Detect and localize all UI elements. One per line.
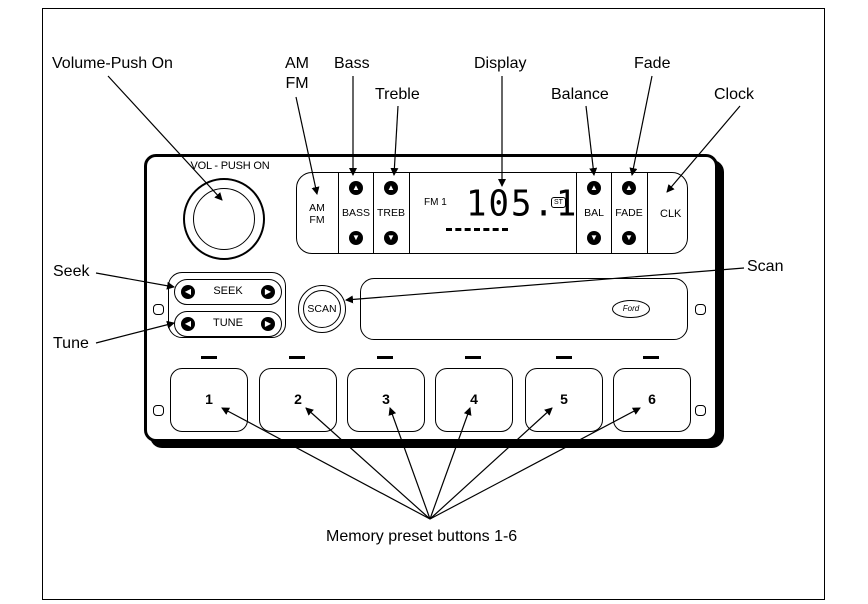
triangle-up-icon[interactable]: ▲	[622, 181, 636, 195]
leader-tune	[95, 320, 175, 344]
triangle-right-icon: ▶	[261, 285, 275, 299]
leader-preset-4	[429, 407, 472, 520]
frequency-readout: 105.1	[466, 183, 579, 225]
knob-label: VOL - PUSH ON	[190, 160, 270, 172]
bass-rocker[interactable]: ▲ BASS ▼	[338, 173, 374, 253]
leader-preset-3	[388, 407, 431, 520]
preset-mark	[643, 356, 659, 359]
triangle-left-icon: ◀	[181, 285, 195, 299]
tune-button[interactable]: ◀ TUNE ▶	[174, 311, 282, 337]
preset-button-4[interactable]: 4	[435, 368, 513, 432]
leader-preset-1	[221, 407, 431, 520]
amfm-line-fm: FM	[309, 214, 325, 226]
amfm-line-am: AM	[309, 202, 325, 214]
leader-preset-2	[305, 407, 431, 520]
fade-text: FADE	[615, 207, 643, 219]
band-indicator: FM 1	[424, 197, 447, 208]
label-treble: Treble	[375, 86, 420, 103]
bal-text: BAL	[584, 207, 604, 219]
screw-icon	[153, 304, 164, 315]
label-clock: Clock	[714, 86, 755, 103]
figure-frame	[42, 8, 825, 600]
leader-treble	[390, 105, 399, 176]
leader-amfm	[295, 96, 320, 195]
bass-text: BASS	[341, 207, 370, 219]
triangle-down-icon[interactable]: ▼	[349, 231, 363, 245]
cassette-slot	[360, 278, 688, 340]
triangle-up-icon[interactable]: ▲	[349, 181, 363, 195]
fade-rocker[interactable]: ▲ FADE ▼	[612, 173, 648, 253]
screw-icon	[695, 405, 706, 416]
preset-button-3[interactable]: 3	[347, 368, 425, 432]
leader-fade	[629, 75, 653, 176]
seek-tune-group	[168, 272, 286, 338]
treb-text: TREB	[376, 207, 405, 219]
ford-logo: Ford	[612, 300, 650, 318]
scan-text: SCAN	[303, 290, 341, 328]
label-volume: Volume-Push On	[52, 55, 173, 72]
preset-mark	[377, 356, 393, 359]
seek-text: SEEK	[213, 285, 243, 297]
seek-button[interactable]: ◀ SEEK ▶	[174, 279, 282, 305]
label-bass: Bass	[334, 55, 370, 72]
label-scan: Scan	[747, 258, 784, 275]
clock-button[interactable]: CLK	[660, 208, 682, 220]
treble-rocker[interactable]: ▲ TREB ▼	[374, 173, 410, 253]
label-presets: Memory preset buttons 1-6	[326, 528, 518, 545]
triangle-up-icon[interactable]: ▲	[587, 181, 601, 195]
leader-balance	[585, 105, 598, 176]
leader-preset-6	[429, 407, 641, 520]
preset-button-2[interactable]: 2	[259, 368, 337, 432]
triangle-down-icon[interactable]: ▼	[622, 231, 636, 245]
preset-mark	[201, 356, 217, 359]
label-balance: Balance	[551, 86, 609, 103]
preset-mark	[289, 356, 305, 359]
label-am: AM	[285, 55, 309, 72]
leader-preset-5	[429, 407, 553, 520]
tune-text: TUNE	[213, 317, 243, 329]
scan-button[interactable]: SCAN	[298, 285, 346, 333]
screw-icon	[695, 304, 706, 315]
preset-button-6[interactable]: 6	[613, 368, 691, 432]
leader-volume	[107, 75, 223, 201]
signal-dashes	[446, 228, 508, 234]
stereo-indicator: ST	[551, 197, 566, 208]
leader-clock	[666, 105, 741, 193]
label-fade: Fade	[634, 55, 671, 72]
balance-rocker[interactable]: ▲ BAL ▼	[576, 173, 612, 253]
preset-mark	[465, 356, 481, 359]
label-tune: Tune	[53, 335, 89, 352]
label-display: Display	[474, 55, 527, 72]
label-fm: FM	[285, 75, 309, 92]
volume-knob[interactable]	[183, 178, 265, 260]
triangle-left-icon: ◀	[181, 317, 195, 331]
preset-button-5[interactable]: 5	[525, 368, 603, 432]
preset-mark	[556, 356, 572, 359]
leader-seek	[95, 272, 175, 290]
screw-icon	[153, 405, 164, 416]
triangle-down-icon[interactable]: ▼	[384, 231, 398, 245]
triangle-down-icon[interactable]: ▼	[587, 231, 601, 245]
triangle-up-icon[interactable]: ▲	[384, 181, 398, 195]
leader-scan	[345, 267, 745, 304]
control-bar	[296, 172, 688, 254]
triangle-right-icon: ▶	[261, 317, 275, 331]
amfm-button[interactable]: AM FM	[304, 202, 330, 226]
label-seek: Seek	[53, 263, 90, 280]
preset-button-1[interactable]: 1	[170, 368, 248, 432]
